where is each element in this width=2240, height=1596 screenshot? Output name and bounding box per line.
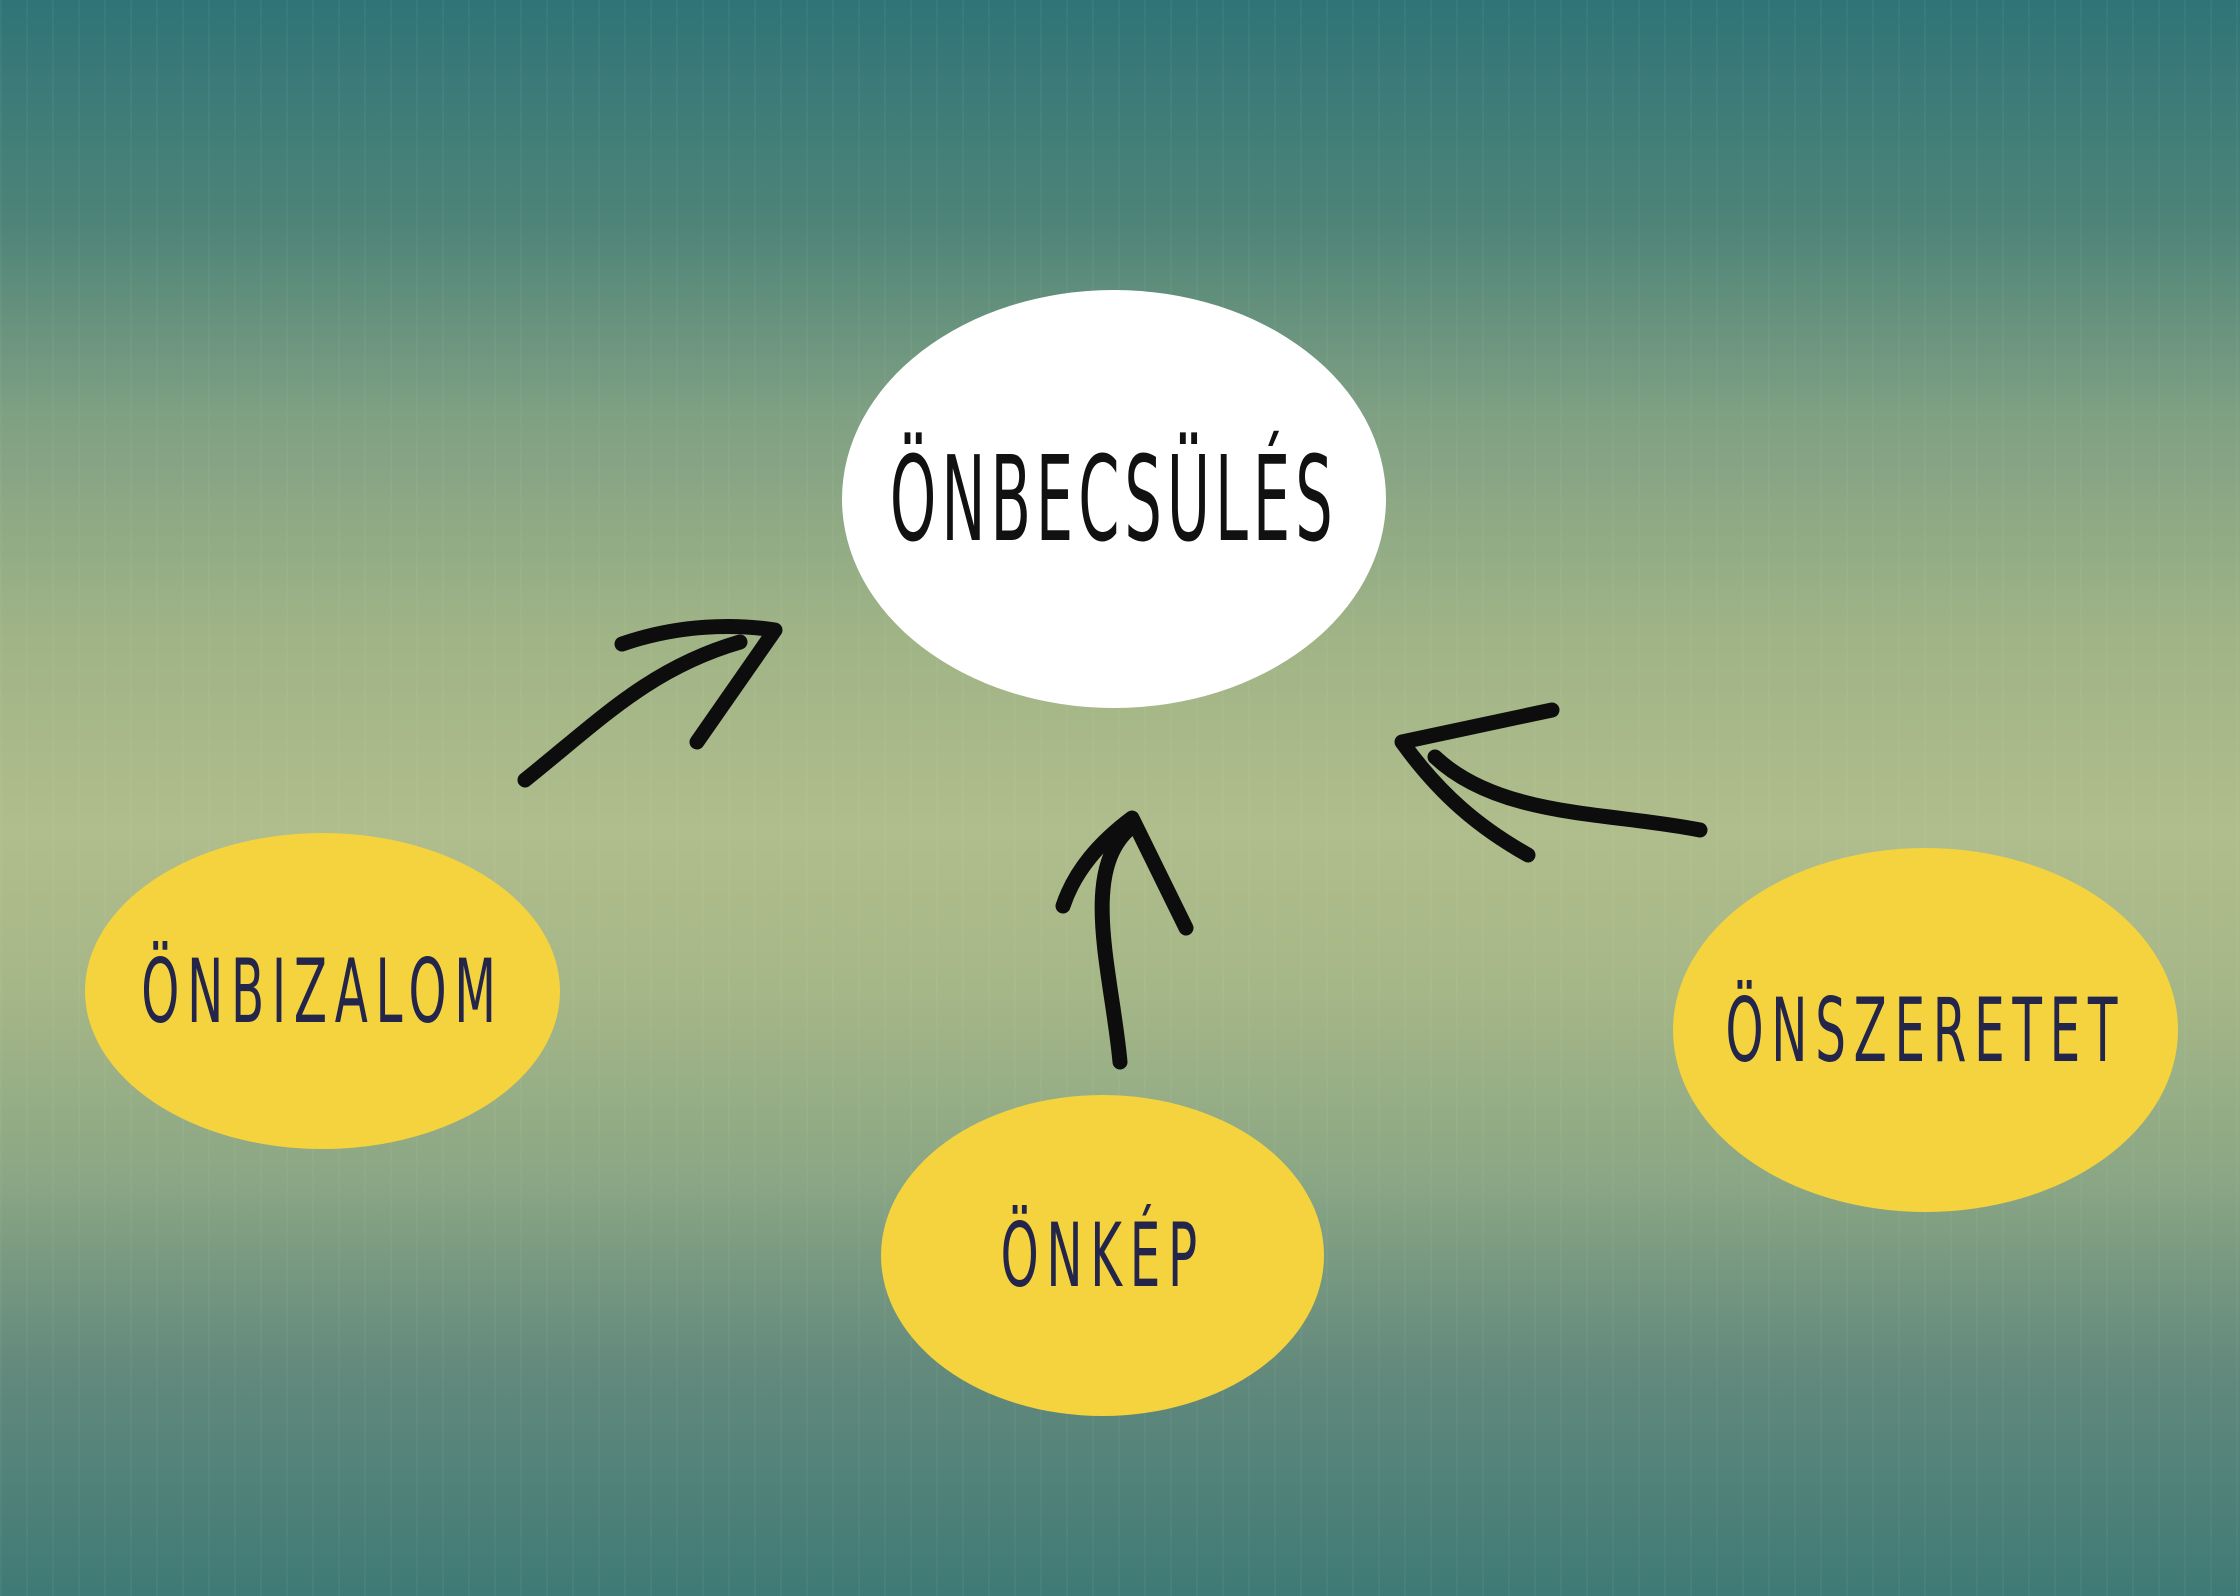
node-onbizalom-label: ÖNBIZALOM xyxy=(141,939,504,1043)
arrow-bottom-shaft xyxy=(1094,822,1136,1070)
node-onkep: ÖNKÉP xyxy=(881,1095,1324,1416)
arrow-right-head xyxy=(1394,702,1560,863)
arrow-right-to-center xyxy=(1394,702,1708,863)
node-onbizalom: ÖNBIZALOM xyxy=(85,833,560,1149)
node-onszeretet-label: ÖNSZERETET xyxy=(1725,978,2126,1082)
arrow-bottom-head xyxy=(1055,810,1194,936)
center-node-onbecsules: ÖNBECSÜLÉS xyxy=(842,290,1386,708)
node-onszeretet: ÖNSZERETET xyxy=(1673,848,2178,1212)
arrow-left-shaft xyxy=(517,634,748,788)
arrow-left-head xyxy=(614,619,783,750)
arrow-bottom-to-center xyxy=(1055,810,1194,1070)
node-onkep-label: ÖNKÉP xyxy=(1000,1204,1205,1307)
center-node-label: ÖNBECSÜLÉS xyxy=(890,430,1338,568)
arrow-right-shaft xyxy=(1427,749,1708,838)
arrow-left-to-center xyxy=(517,619,783,788)
